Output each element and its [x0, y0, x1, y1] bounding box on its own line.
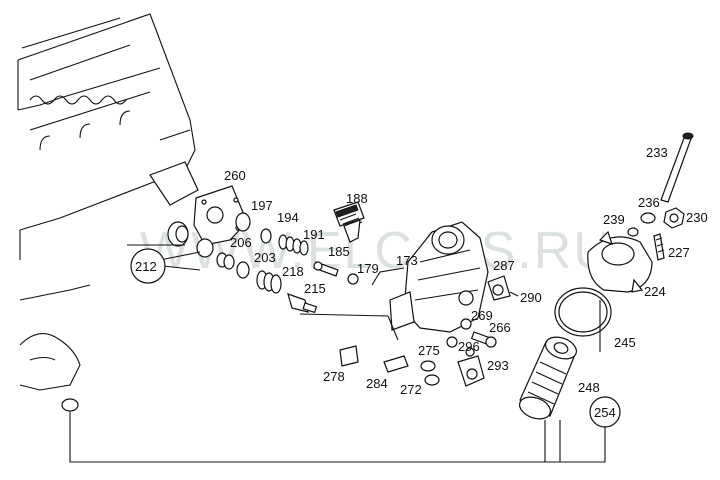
part-224-cover: [587, 230, 653, 293]
leader-bracket-254: [69, 412, 606, 463]
part-215-piston: [287, 293, 318, 314]
part-label-173: 173: [396, 253, 418, 268]
part-label-191: 191: [303, 227, 325, 242]
part-label-230: 230: [686, 210, 708, 225]
drain-plug: [61, 398, 79, 412]
part-label-269: 269: [471, 308, 493, 323]
part-label-179: 179: [357, 261, 379, 276]
part-287-union: [487, 275, 511, 301]
part-296-washer: [465, 347, 475, 357]
part-label-272: 272: [400, 382, 422, 397]
part-284-clip: [383, 355, 409, 373]
engine-block: [17, 13, 196, 391]
part-label-284: 284: [366, 376, 388, 391]
part-248-filter-element: [518, 336, 578, 420]
part-label-275: 275: [418, 343, 440, 358]
part-label-194: 194: [277, 210, 299, 225]
part-278-bracket: [339, 345, 359, 367]
part-236-washer: [640, 212, 656, 224]
part-227-stud: [653, 233, 665, 261]
part-label-185: 185: [328, 244, 350, 259]
part-label-236: 236: [638, 195, 660, 210]
part-label-188: 188: [346, 191, 368, 206]
part-293-sender: [457, 355, 485, 387]
part-260-gasket: [149, 161, 248, 246]
part-label-260: 260: [224, 168, 246, 183]
part-label-245: 245: [614, 335, 636, 350]
leader-filter: [544, 420, 561, 462]
part-label-296: 296: [458, 339, 480, 354]
part-206-spring: [216, 252, 235, 270]
part-266-bolt: [470, 331, 497, 348]
part-194-washer: [260, 228, 272, 244]
part-label-227: 227: [668, 245, 690, 260]
part-233-bolt: [660, 132, 694, 203]
part-label-203: 203: [254, 250, 276, 265]
part-239-seal: [627, 227, 639, 237]
part-label-278: 278: [323, 369, 345, 384]
part-label-239: 239: [603, 212, 625, 227]
part-label-293: 293: [487, 358, 509, 373]
part-245-seal-ring-inner: [558, 291, 608, 333]
part-203-ring: [236, 261, 250, 279]
part-label-215: 215: [304, 281, 326, 296]
part-269-plug: [460, 318, 472, 330]
callout-circle-212: [130, 248, 166, 284]
part-label-248: 248: [578, 380, 600, 395]
part-label-197: 197: [251, 198, 273, 213]
part-label-266: 266: [489, 320, 511, 335]
part-label-287: 287: [493, 258, 515, 273]
part-label-233: 233: [646, 145, 668, 160]
part-197-ring: [235, 212, 251, 232]
part-label-290: 290: [520, 290, 542, 305]
part-label-224: 224: [644, 284, 666, 299]
part-275-washer: [446, 336, 458, 348]
part-label-254: 254: [594, 405, 616, 420]
part-185-pin: [313, 261, 339, 277]
part-272-seal: [420, 360, 440, 386]
part-179-seal: [347, 273, 359, 285]
part-188-valve: [333, 201, 365, 243]
part-212-plug: [127, 221, 214, 271]
part-label-218: 218: [282, 264, 304, 279]
part-173-housing: [299, 221, 489, 341]
part-191-spring: [278, 234, 309, 256]
part-label-206: 206: [230, 235, 252, 250]
part-230-nut: [663, 207, 685, 229]
part-label-212: 212: [135, 259, 157, 274]
leader-290: [509, 291, 519, 297]
part-218-spring: [256, 270, 282, 294]
